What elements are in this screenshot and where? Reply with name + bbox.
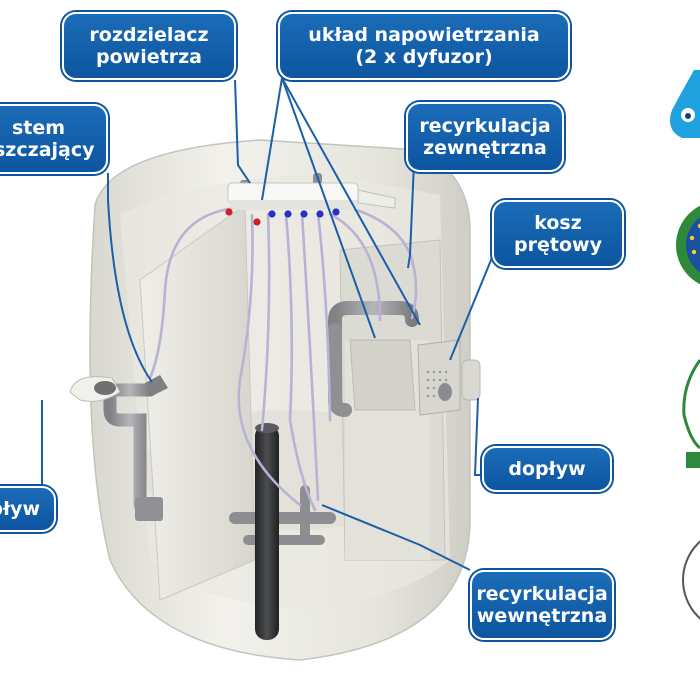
label-aeration-system: układ napowietrzania (2 x dyfuzor) <box>278 12 570 80</box>
label-cleaning-system: stem szczający <box>0 104 108 174</box>
label-line: stem <box>12 117 66 139</box>
leader-lines <box>41 77 499 571</box>
label-line: zewnętrzna <box>423 137 547 159</box>
label-line: rozdzielacz <box>89 24 209 46</box>
label-line: powietrza <box>96 46 202 68</box>
eu-flag-badge-icon <box>676 205 700 285</box>
water-drop-mascot-icon <box>669 70 700 138</box>
label-external-recirculation: recyrkulacja zewnętrzna <box>406 102 564 172</box>
round-seal-icon <box>682 540 700 620</box>
label-line: (2 x dyfuzor) <box>355 46 493 68</box>
label-line: układ napowietrzania <box>308 24 540 46</box>
label-line: szczający <box>0 139 95 161</box>
label-inflow: dopływ <box>482 446 612 492</box>
environmental-certificate-icon <box>682 359 700 468</box>
label-internal-recirculation: recyrkulacja wewnętrzna <box>470 570 614 640</box>
label-line: pływ <box>0 498 40 520</box>
air-hoses <box>148 203 418 512</box>
label-bar-screen: kosz prętowy <box>492 200 624 268</box>
label-outflow: pływ <box>0 486 56 532</box>
label-line: kosz <box>534 212 582 234</box>
label-line: recyrkulacja <box>419 115 551 137</box>
label-line: wewnętrzna <box>476 605 608 627</box>
label-air-distributor: rozdzielacz powietrza <box>62 12 236 80</box>
label-line: recyrkulacja <box>476 583 608 605</box>
label-line: dopływ <box>508 458 586 480</box>
label-line: prętowy <box>514 234 602 256</box>
